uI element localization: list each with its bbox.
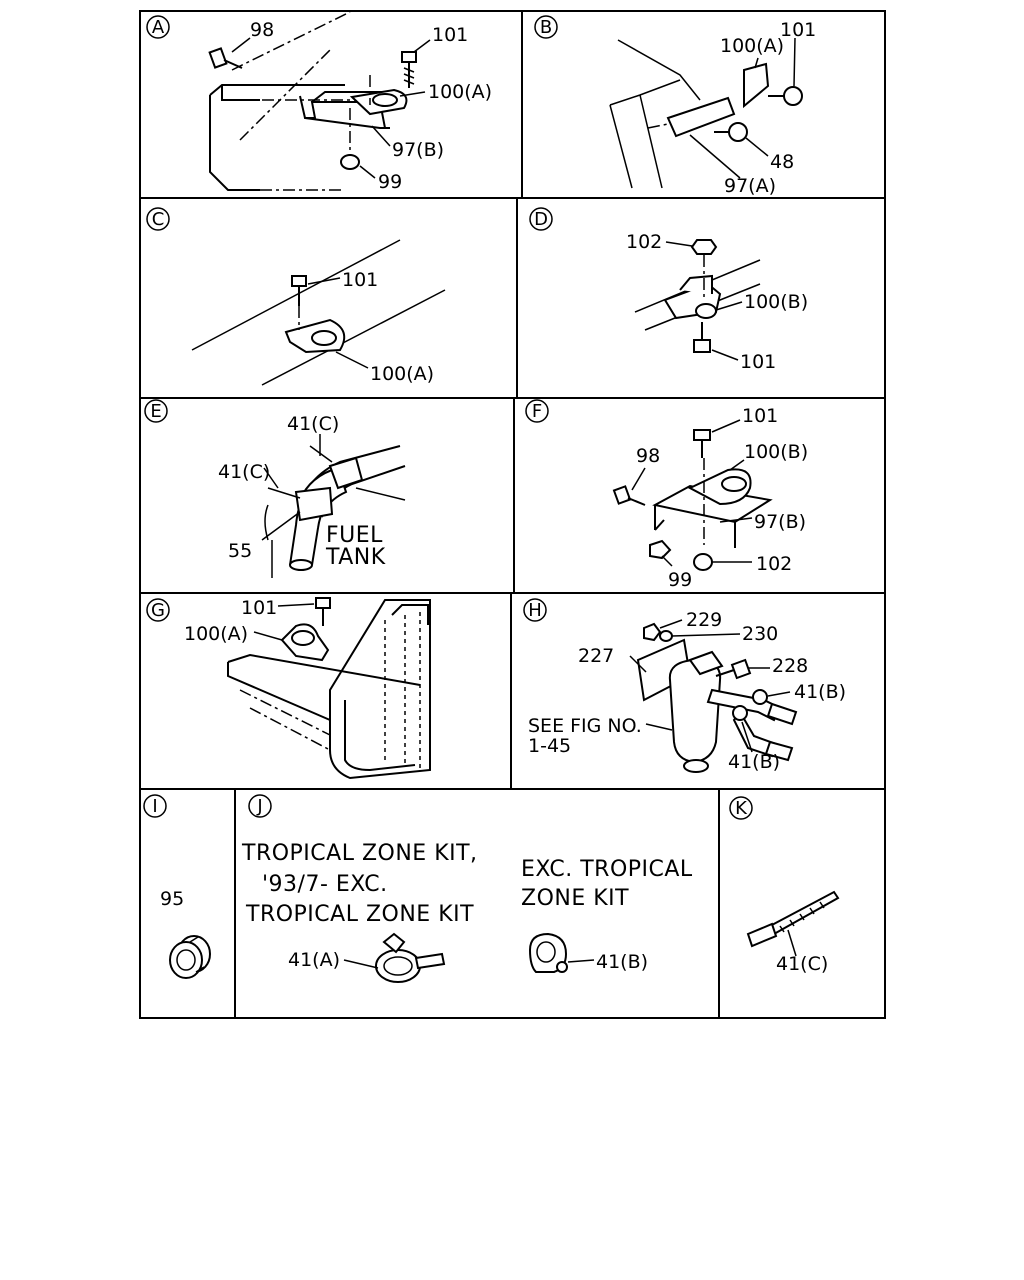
bolt-101-c (291, 275, 307, 306)
panel-d: D 102 100(B) 101 (529, 207, 808, 373)
bolt-101-f (693, 429, 711, 458)
callout-48: 48 (770, 151, 794, 173)
callout-99: 99 (378, 171, 402, 193)
panel-a: A 98 101 (146, 11, 492, 193)
cable-tie-41c (746, 890, 840, 948)
nut-99-f (649, 539, 672, 560)
bolt-228 (715, 658, 752, 680)
panel-a-id: A (152, 17, 165, 38)
panel-i-id: I (152, 796, 157, 817)
tropical-kit-line2: '93/7- EXC. (262, 872, 388, 897)
callout-97b: 97(B) (392, 139, 444, 161)
callout-100a-b: 100(A) (720, 35, 784, 57)
callout-97b-f: 97(B) (754, 511, 806, 533)
nut-102 (690, 239, 718, 255)
callout-227: 227 (578, 645, 614, 667)
callout-100b-f: 100(B) (744, 441, 808, 463)
callout-100a-g: 100(A) (184, 623, 248, 645)
tank-label: TANK (325, 545, 386, 570)
panel-k-id: K (735, 798, 748, 819)
panel-c: C 101 100(A) (146, 207, 446, 386)
clamp-41b-lower (732, 705, 748, 721)
see-fig-number: 1-45 (528, 735, 571, 757)
callout-99-f: 99 (668, 569, 692, 591)
washer-230 (659, 630, 673, 642)
callout-228: 228 (772, 655, 808, 677)
grommet-95 (169, 935, 211, 979)
callout-41b-h-lower: 41(B) (728, 751, 780, 773)
nut-229 (643, 622, 662, 642)
callout-41c-k: 41(C) (776, 953, 828, 975)
exc-tropical-line1: EXC. TROPICAL (521, 857, 693, 882)
panel-g-id: G (151, 600, 165, 621)
callout-41c-top: 41(C) (287, 413, 339, 435)
panel-d-id: D (534, 209, 548, 230)
callout-100a-c: 100(A) (370, 363, 434, 385)
callout-101-c: 101 (342, 269, 378, 291)
panel-e-id: E (150, 401, 161, 422)
callout-102-f: 102 (756, 553, 792, 575)
panel-f: F 101 98 100(B) 97(B) 99 102 (525, 399, 808, 591)
callout-95: 95 (160, 888, 184, 910)
callout-100a: 100(A) (428, 81, 492, 103)
hose-clamp-41b (528, 932, 568, 973)
callout-101-f: 101 (742, 405, 778, 427)
panel-i: I 95 (143, 794, 211, 979)
clamp-41b-upper (752, 689, 768, 705)
nut-102-f (693, 553, 713, 571)
bolt-101-b (783, 86, 803, 106)
panel-c-id: C (152, 209, 165, 230)
callout-55: 55 (228, 540, 252, 562)
callout-102: 102 (626, 231, 662, 253)
bolt-98-f (612, 485, 646, 506)
callout-100b: 100(B) (744, 291, 808, 313)
callout-101-b: 101 (780, 19, 816, 41)
callout-230: 230 (742, 623, 778, 645)
callout-41b-j: 41(B) (596, 951, 648, 973)
panel-f-id: F (532, 401, 542, 422)
callout-229: 229 (686, 609, 722, 631)
bolt-101-g (315, 597, 331, 626)
nut-99-a (340, 154, 360, 170)
bolt-101-d (693, 322, 711, 353)
fuel-label: FUEL (326, 523, 383, 548)
callout-41c-left: 41(C) (218, 461, 270, 483)
tropical-kit-line3: TROPICAL ZONE KIT (245, 902, 474, 927)
panel-h: H 229 230 227 228 41(B) SEE FIG NO. (523, 598, 846, 773)
panel-b: B 100(A) 101 48 97(A) (534, 15, 816, 197)
callout-98: 98 (250, 19, 274, 41)
panel-j: J TROPICAL ZONE KIT, '93/7- EXC. TROPICA… (241, 794, 693, 983)
see-fig-label: SEE FIG NO. (528, 715, 642, 737)
bolt-48 (728, 122, 748, 142)
callout-101-g: 101 (241, 597, 277, 619)
bolt-98-a (208, 47, 243, 69)
panel-j-id: J (256, 796, 262, 817)
callout-41b-h-upper: 41(B) (794, 681, 846, 703)
exc-tropical-line2: ZONE KIT (521, 886, 629, 911)
tropical-kit-line1: TROPICAL ZONE KIT, (241, 841, 478, 866)
callout-97a: 97(A) (724, 175, 776, 197)
callout-41a: 41(A) (288, 949, 340, 971)
panel-k: K 41(C) (729, 796, 840, 975)
panel-e: E 41(C) 41(C) 55 FUEL TANK (144, 399, 406, 578)
panel-h-id: H (528, 600, 542, 621)
callout-98-f: 98 (636, 445, 660, 467)
panel-g: G 101 100(A) (146, 597, 431, 780)
bolt-101-a (401, 51, 417, 88)
callout-101-d: 101 (740, 351, 776, 373)
callout-101: 101 (432, 24, 468, 46)
panel-b-id: B (540, 17, 552, 38)
hose-clamp-41a (375, 932, 446, 983)
panel-grid (139, 10, 886, 1019)
